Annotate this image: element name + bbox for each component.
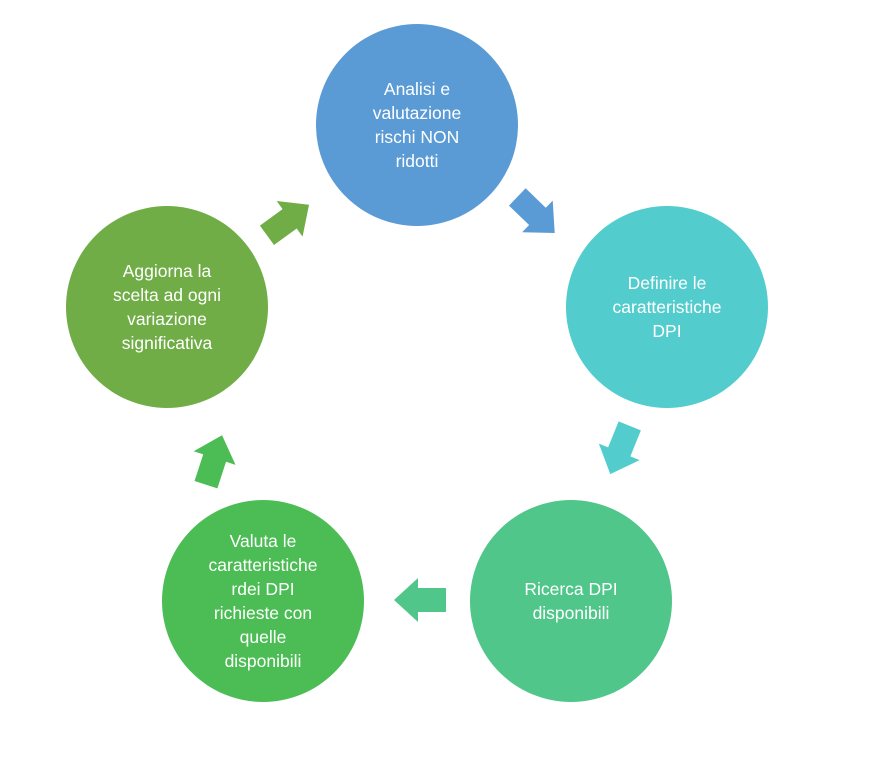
arrow-analisi-to-definire xyxy=(508,188,555,234)
arrow-ricerca-to-valuta xyxy=(394,578,446,622)
arrow-aggiorna-to-analisi-shape xyxy=(259,201,310,245)
node-ricerca-label: Ricerca DPI disponibili xyxy=(524,579,618,623)
arrow-valuta-to-aggiorna-shape xyxy=(193,435,236,489)
arrow-aggiorna-to-analisi xyxy=(259,201,310,245)
node-analisi: Analisi e valutazione rischi NON ridotti xyxy=(316,24,518,226)
arrow-definire-to-ricerca xyxy=(598,421,641,475)
node-aggiorna-label: Aggiorna la scelta ad ogni variazione si… xyxy=(113,261,221,353)
node-analisi-label: Analisi e valutazione rischi NON ridotti xyxy=(372,79,462,171)
arrow-definire-to-ricerca-shape xyxy=(598,421,641,475)
arrow-analisi-to-definire-shape xyxy=(508,188,555,234)
node-ricerca: Ricerca DPI disponibili xyxy=(470,500,672,702)
node-definire-label: Definire le caratteristiche DPI xyxy=(612,273,722,341)
node-aggiorna: Aggiorna la scelta ad ogni variazione si… xyxy=(66,206,268,408)
node-valuta-label: Valuta le caratteristiche rdei DPI richi… xyxy=(208,531,318,671)
node-definire: Definire le caratteristiche DPI xyxy=(566,206,768,408)
arrow-valuta-to-aggiorna xyxy=(193,435,236,489)
node-valuta: Valuta le caratteristiche rdei DPI richi… xyxy=(162,500,364,702)
arrow-ricerca-to-valuta-shape xyxy=(394,578,446,622)
